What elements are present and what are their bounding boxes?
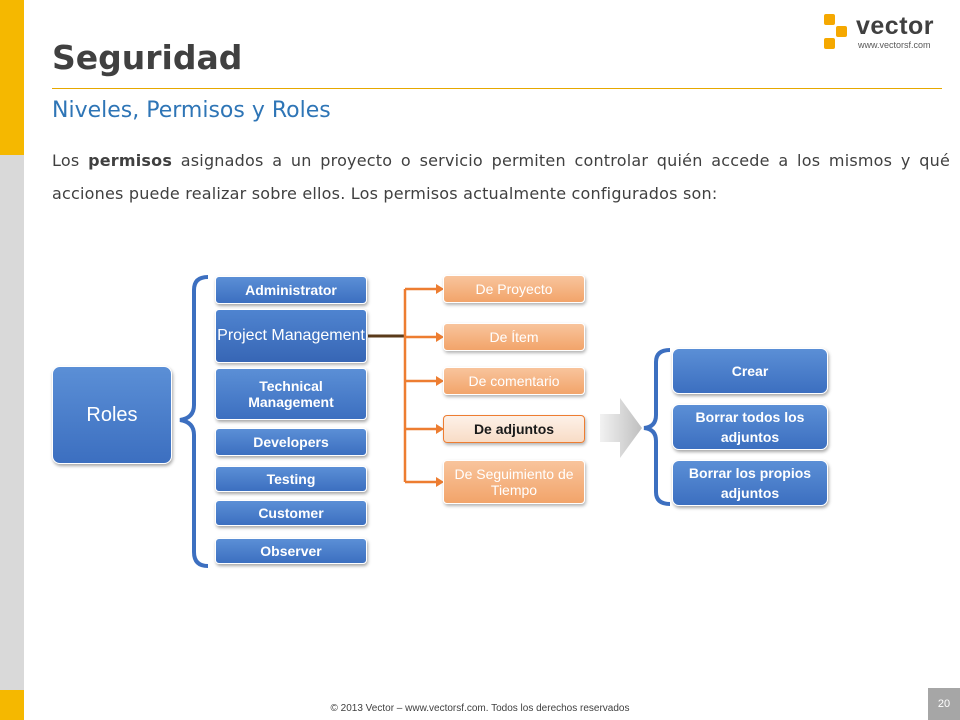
slide-subtitle: Niveles, Permisos y Roles xyxy=(52,98,331,123)
sidebar-accent-bottom xyxy=(0,690,24,720)
footer-copyright: © 2013 Vector – www.vectorsf.com. Todos … xyxy=(330,703,630,714)
permission-adjuntos: De adjuntos xyxy=(443,415,585,443)
page-number: 20 xyxy=(928,688,960,720)
permission-arrowheads xyxy=(436,284,444,487)
action-crear: Crear xyxy=(672,348,828,394)
roles-bracket xyxy=(179,275,209,568)
role-testing: Testing xyxy=(215,466,367,492)
permission-tree-lines xyxy=(403,287,436,484)
body-text-bold: permisos xyxy=(88,151,173,170)
permission-comentario: De comentario xyxy=(443,367,585,395)
title-divider xyxy=(52,88,942,89)
permission-item: De Ítem xyxy=(443,323,585,351)
permission-seguimiento: De Seguimiento de Tiempo xyxy=(443,460,585,504)
role-observer: Observer xyxy=(215,538,367,564)
logo-square-icon xyxy=(824,14,835,25)
logo-name: vector xyxy=(856,12,935,40)
vector-logo: vector www.vectorsf.com xyxy=(820,12,950,56)
role-customer: Customer xyxy=(215,500,367,526)
role-project-management: Project Management xyxy=(215,309,367,363)
action-borrar-todos: Borrar todos los adjuntos xyxy=(672,404,828,450)
logo-square-icon xyxy=(836,26,847,37)
sidebar-accent-top xyxy=(0,0,24,155)
logo-url: www.vectorsf.com xyxy=(858,40,931,50)
action-borrar-propios: Borrar los propios adjuntos xyxy=(672,460,828,506)
slide-title: Seguridad xyxy=(52,38,243,77)
body-text-part: Los xyxy=(52,151,89,170)
role-developers: Developers xyxy=(215,428,367,456)
roles-root-node: Roles xyxy=(52,366,172,464)
role-administrator: Administrator xyxy=(215,276,367,304)
permission-proyecto: De Proyecto xyxy=(443,275,585,303)
role-technical-management: Technical Management xyxy=(215,368,367,420)
left-sidebar-bar xyxy=(0,0,24,720)
actions-bracket xyxy=(643,348,671,506)
body-paragraph: Los permisos asignados a un proyecto o s… xyxy=(52,144,950,210)
flow-arrow-icon xyxy=(600,398,642,458)
body-text-part: asignados a un proyecto o servicio permi… xyxy=(52,151,950,203)
logo-square-icon xyxy=(824,38,835,49)
